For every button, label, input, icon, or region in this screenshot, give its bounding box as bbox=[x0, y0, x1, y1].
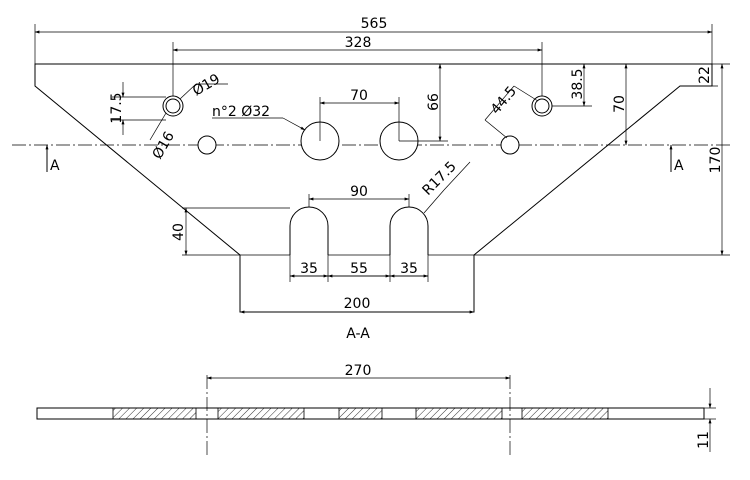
section-hatch-5 bbox=[521, 407, 609, 420]
dim-slot-width-left: 35 bbox=[300, 261, 318, 277]
hole-mid-right bbox=[500, 135, 520, 155]
plate-outline bbox=[34, 63, 713, 313]
dim-angle-leg: 44.5 bbox=[488, 83, 520, 117]
section-marker-right: A bbox=[674, 158, 684, 174]
dim-bore-spec: n°2 Ø32 bbox=[212, 104, 270, 120]
dim-hole-spacing: 328 bbox=[345, 35, 372, 51]
hole-mid-left bbox=[197, 135, 217, 155]
dim-section-width: 270 bbox=[345, 363, 372, 379]
dim-slot-depth: 40 bbox=[171, 223, 187, 241]
dim-overall-width: 565 bbox=[361, 16, 388, 32]
dim-slot-spacing: 90 bbox=[350, 184, 368, 200]
slot-right bbox=[389, 206, 429, 255]
dim-center-height: 70 bbox=[612, 95, 628, 113]
dim-slot-gap: 55 bbox=[350, 261, 368, 277]
slot-left bbox=[289, 206, 329, 255]
dim-right-hole-height: 38.5 bbox=[570, 68, 586, 99]
dim-slot-radius: R17.5 bbox=[420, 159, 460, 199]
section-hatch-4 bbox=[415, 407, 503, 420]
section-marker-left: A bbox=[50, 158, 60, 174]
dim-bore-spacing: 70 bbox=[350, 88, 368, 104]
section-hatch-2 bbox=[217, 407, 305, 420]
dim-bore-height: 66 bbox=[426, 93, 442, 111]
dim-hole-dia-top: Ø19 bbox=[190, 71, 223, 99]
dim-bottom-width: 200 bbox=[344, 296, 371, 312]
hole-top-left-inner bbox=[165, 98, 181, 114]
section-hatch-3 bbox=[338, 407, 383, 420]
dim-total-height: 170 bbox=[708, 147, 724, 174]
dim-corner-height: 22 bbox=[697, 66, 713, 84]
section-hatch-1 bbox=[112, 407, 197, 420]
section-label: A-A bbox=[346, 326, 370, 342]
hole-top-right-inner bbox=[534, 98, 550, 114]
dim-slot-width-right: 35 bbox=[400, 261, 418, 277]
dim-hole-offset-v: 17.5 bbox=[109, 92, 125, 123]
dim-thickness: 11 bbox=[696, 431, 712, 449]
